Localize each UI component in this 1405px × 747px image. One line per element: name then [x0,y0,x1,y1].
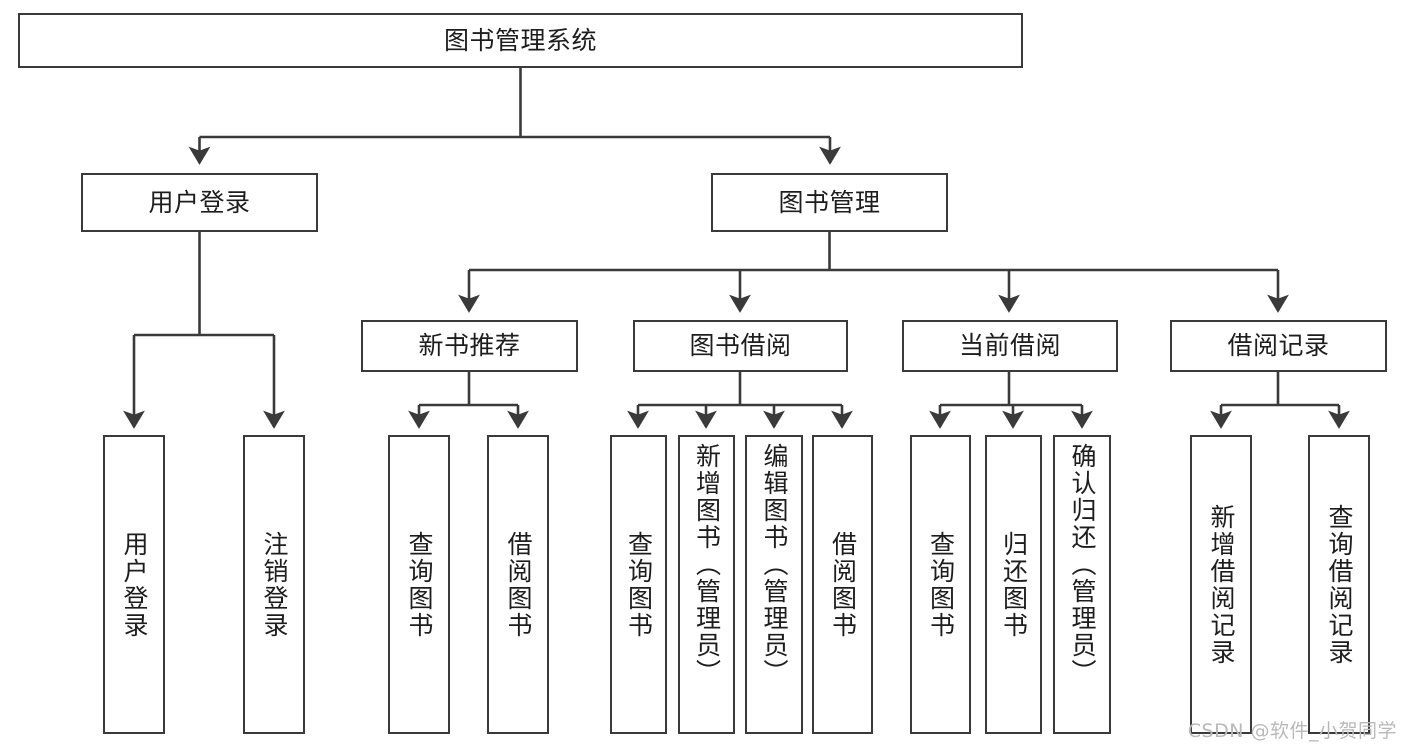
node-book-borrow[interactable]: 图书借阅 [633,320,848,372]
node-current-borrow[interactable]: 当前借阅 [902,320,1118,372]
node-new-book-rec[interactable]: 新书推荐 [361,320,578,372]
leaf-query-book-1-label: 查询图书 [405,530,434,639]
leaf-confirm-return[interactable]: 确认归还（管理员） [1053,435,1111,734]
leaf-edit-book[interactable]: 编辑图书（管理员） [745,435,803,734]
leaf-user-logout[interactable]: 注销登录 [243,435,305,734]
node-user-login[interactable]: 用户登录 [81,173,318,232]
node-user-login-label: 用户登录 [148,187,251,217]
leaf-user-login[interactable]: 用户登录 [103,435,165,734]
node-book-borrow-label: 图书借阅 [689,331,792,361]
node-root[interactable]: 图书管理系统 [18,13,1023,68]
node-book-manage[interactable]: 图书管理 [711,173,948,232]
leaf-edit-book-label: 编辑图书（管理员） [760,443,789,686]
leaf-add-record-label: 新增借阅记录 [1207,503,1236,666]
node-book-manage-label: 图书管理 [778,187,881,217]
leaf-query-record[interactable]: 查询借阅记录 [1308,435,1370,734]
leaf-borrow-book-2-label: 借阅图书 [828,530,858,639]
leaf-user-login-label: 用户登录 [120,530,149,639]
leaf-add-record[interactable]: 新增借阅记录 [1190,435,1252,734]
leaf-return-book-label: 归还图书 [999,530,1029,639]
leaf-add-book[interactable]: 新增图书（管理员） [678,435,735,734]
leaf-query-book-3-label: 查询图书 [926,530,956,639]
node-new-book-rec-label: 新书推荐 [418,331,521,361]
node-current-borrow-label: 当前借阅 [958,331,1061,361]
leaf-query-record-label: 查询借阅记录 [1325,503,1354,666]
leaf-confirm-return-label: 确认归还（管理员） [1068,443,1097,686]
leaf-query-book-1[interactable]: 查询图书 [388,435,450,734]
leaf-query-book-2[interactable]: 查询图书 [610,435,667,734]
leaf-return-book[interactable]: 归还图书 [985,435,1042,734]
leaf-query-book-3[interactable]: 查询图书 [910,435,971,734]
leaf-borrow-book-1-label: 借阅图书 [504,530,533,639]
node-borrow-record[interactable]: 借阅记录 [1170,320,1387,372]
leaf-borrow-book-2[interactable]: 借阅图书 [812,435,873,734]
node-root-label: 图书管理系统 [443,25,597,55]
leaf-borrow-book-1[interactable]: 借阅图书 [487,435,549,734]
node-borrow-record-label: 借阅记录 [1227,331,1330,361]
watermark: CSDN @软件_小贺同学 [1187,720,1397,742]
leaf-query-book-2-label: 查询图书 [624,530,654,639]
leaf-user-logout-label: 注销登录 [260,530,289,639]
leaf-add-book-label: 新增图书（管理员） [692,443,722,686]
